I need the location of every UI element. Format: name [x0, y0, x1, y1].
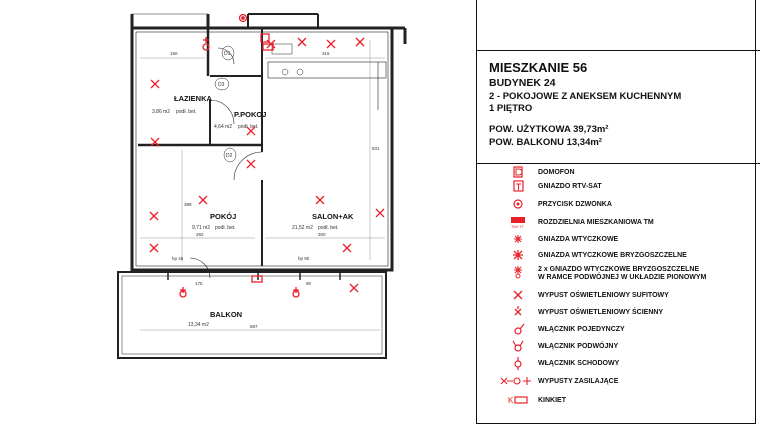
balcony-area: POW. BALKONU 13,34m² [489, 137, 602, 148]
room-name-lazienka: ŁAZIENKA [174, 94, 212, 103]
dim-text: 292 [196, 232, 204, 237]
title-block-frame [476, 0, 756, 424]
room-name-ppokoj: P.POKOJ [234, 110, 266, 119]
floor-label: 1 PIĘTRO [489, 103, 533, 114]
ceiling-light-icon [246, 126, 256, 136]
double-switch-icon [512, 340, 524, 352]
building-label: BUDYNEK 24 [489, 77, 556, 89]
legend-label: 2 x GNIAZDO WTYCZKOWE BRYZGOSZCZELNE W R… [538, 266, 707, 281]
legend-label: WŁĄCZNIK POJEDYNCZY [538, 326, 625, 333]
ceiling-light-icon [150, 79, 160, 89]
room-floor-pokoj: podł. bet. [215, 225, 236, 231]
socket-icon [514, 235, 522, 243]
room-name-salon: SALON+AK [312, 212, 354, 221]
room-area-balkon: 13,34 m2 [188, 322, 209, 328]
dim-text: 315 [322, 51, 330, 56]
intercom-icon [513, 166, 523, 178]
kinkiet-icon [251, 275, 263, 283]
doorbell-icon [513, 199, 523, 209]
room-floor-lazienka: podł. bet. [176, 109, 197, 115]
floor-plan: ŁAZIENKA 3,86 m2 podł. bet. P.POKOJ 4,64… [117, 13, 407, 359]
dim-text: 687 [250, 324, 258, 329]
door-swings [189, 47, 263, 279]
room-name-pokoj: POKÓJ [210, 212, 236, 221]
splashproof-socket-icon [513, 250, 523, 260]
door-tag-d1: D1 [224, 51, 231, 57]
room-area-pokoj: 9,71 m2 [192, 225, 210, 231]
ceiling-light-icon [149, 243, 159, 253]
distribution-board-icon: TM+TT [511, 217, 525, 229]
dim-text: 150 [170, 51, 178, 56]
kinkiet-icon: K [508, 396, 528, 405]
socket-icon [202, 37, 210, 51]
dim-text: 300 [318, 232, 326, 237]
ceiling-light-icon [246, 159, 256, 169]
room-area-salon: 21,52 m2 [292, 225, 313, 231]
socket-icon [179, 287, 187, 298]
legend-label: PRZYCISK DZWONKA [538, 201, 612, 208]
svg-text:K: K [508, 396, 514, 405]
ceiling-light-icon [315, 195, 325, 205]
legend-label: WYPUST OŚWIETLENIOWY ŚCIENNY [538, 309, 664, 316]
electrical-symbols [149, 13, 385, 298]
dim-text: 389 [184, 202, 192, 207]
ceiling-light-icon [150, 137, 160, 147]
room-name-balkon: BALKON [210, 310, 242, 319]
intercom-icon [260, 33, 270, 43]
legend-label: WŁĄCZNIK PODWÓJNY [538, 343, 619, 350]
room-floor-ppokoj: podł. bet. [238, 124, 259, 130]
balcony-outline [117, 270, 387, 359]
apartment-walls [130, 13, 407, 272]
dim-text: 831 [372, 146, 380, 151]
dim-text: 90 [306, 281, 312, 286]
ceiling-light-icon [375, 208, 385, 218]
legend-label: DOMOFON [538, 169, 575, 176]
legend-label: WYPUST OŚWIETLENIOWY SUFITOWY [538, 292, 669, 299]
socket-icon [292, 287, 300, 298]
double-splashproof-socket-icon [514, 266, 522, 279]
apartment-title: MIESZKANIE 56 [489, 60, 588, 75]
ceiling-light-icon [326, 39, 336, 49]
svg-text:TM+TT: TM+TT [511, 224, 525, 229]
ceiling-light-icon [349, 283, 359, 293]
power-outlet-icon [500, 377, 531, 385]
legend-label: WŁĄCZNIK SCHODOWY [538, 360, 620, 367]
info-box [476, 50, 760, 164]
room-floor-salon: podł. bet. [318, 225, 339, 231]
ceiling-light-icon [342, 243, 352, 253]
usable-area: POW. UŻYTKOWA 39,73m² [489, 124, 609, 135]
distribution-board-icon [262, 43, 274, 51]
legend-label: ROZDZIELNIA MIESZKANIOWA TM [538, 219, 654, 226]
apartment-type: 2 - POKOJOWE Z ANEKSEM KUCHENNYM [489, 91, 682, 102]
ceiling-light-icon [297, 37, 307, 47]
room-area-ppokoj: 4,64 m2 [214, 124, 232, 130]
legend-label: GNIAZDA WTYCZKOWE BRYZGOSZCZELNE [538, 252, 687, 259]
doorbell-icon [238, 13, 248, 23]
stair-switch-icon [514, 357, 522, 370]
tv-socket-icon [513, 180, 524, 192]
door-tag-d2: D2 [226, 153, 233, 159]
dim-text: hp 45 [172, 256, 184, 261]
ceiling-light-icon [513, 290, 523, 300]
legend-label: KINKIET [538, 397, 566, 404]
dim-text: hp 90 [298, 256, 310, 261]
legend-label: GNIAZDA WTYCZKOWE [538, 236, 619, 243]
ceiling-light-icon [198, 195, 208, 205]
door-tag-d3: D3 [218, 82, 225, 88]
single-switch-icon [514, 323, 525, 335]
legend-label: WYPUSTY ZASILAJĄCE [538, 378, 619, 385]
door-tags [214, 45, 237, 163]
room-area-lazienka: 3,86 m2 [152, 109, 170, 115]
ceiling-light-icon [355, 37, 365, 47]
legend-label: GNIAZDO RTV-SAT [538, 183, 602, 190]
dim-text: 175 [195, 281, 203, 286]
ceiling-light-icon [149, 211, 159, 221]
dimension-lines [140, 40, 385, 331]
wall-light-icon [514, 306, 522, 316]
room-labels: ŁAZIENKA 3,86 m2 podł. bet. P.POKOJ 4,64… [152, 94, 354, 328]
